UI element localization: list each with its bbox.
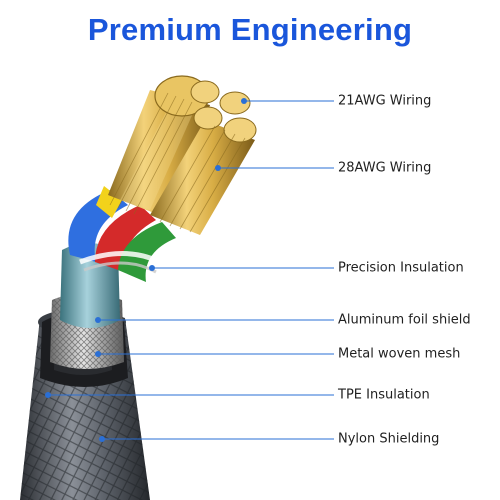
label-precision-insulation: Precision Insulation bbox=[338, 260, 464, 276]
label-nylon-shielding: Nylon Shielding bbox=[338, 431, 440, 447]
label-metal-woven-mesh: Metal woven mesh bbox=[338, 346, 461, 362]
label-21awg-wiring: 21AWG Wiring bbox=[338, 93, 432, 109]
callout-dot-21awg bbox=[241, 98, 247, 104]
callout-dot-precision-insulation bbox=[149, 265, 155, 271]
callout-dot-nylon bbox=[99, 436, 105, 442]
callout-dot-metal-mesh bbox=[95, 351, 101, 357]
label-tpe-insulation: TPE Insulation bbox=[338, 387, 430, 403]
callout-dot-tpe bbox=[45, 392, 51, 398]
callout-dot-aluminum-foil bbox=[95, 317, 101, 323]
conductor-bundles bbox=[108, 75, 257, 235]
label-28awg-wiring: 28AWG Wiring bbox=[338, 160, 432, 176]
page-title: Premium Engineering bbox=[87, 12, 413, 47]
callout-dot-28awg bbox=[215, 165, 221, 171]
callout-leaders bbox=[45, 98, 334, 442]
label-aluminum-foil-shield: Aluminum foil shield bbox=[338, 312, 471, 328]
